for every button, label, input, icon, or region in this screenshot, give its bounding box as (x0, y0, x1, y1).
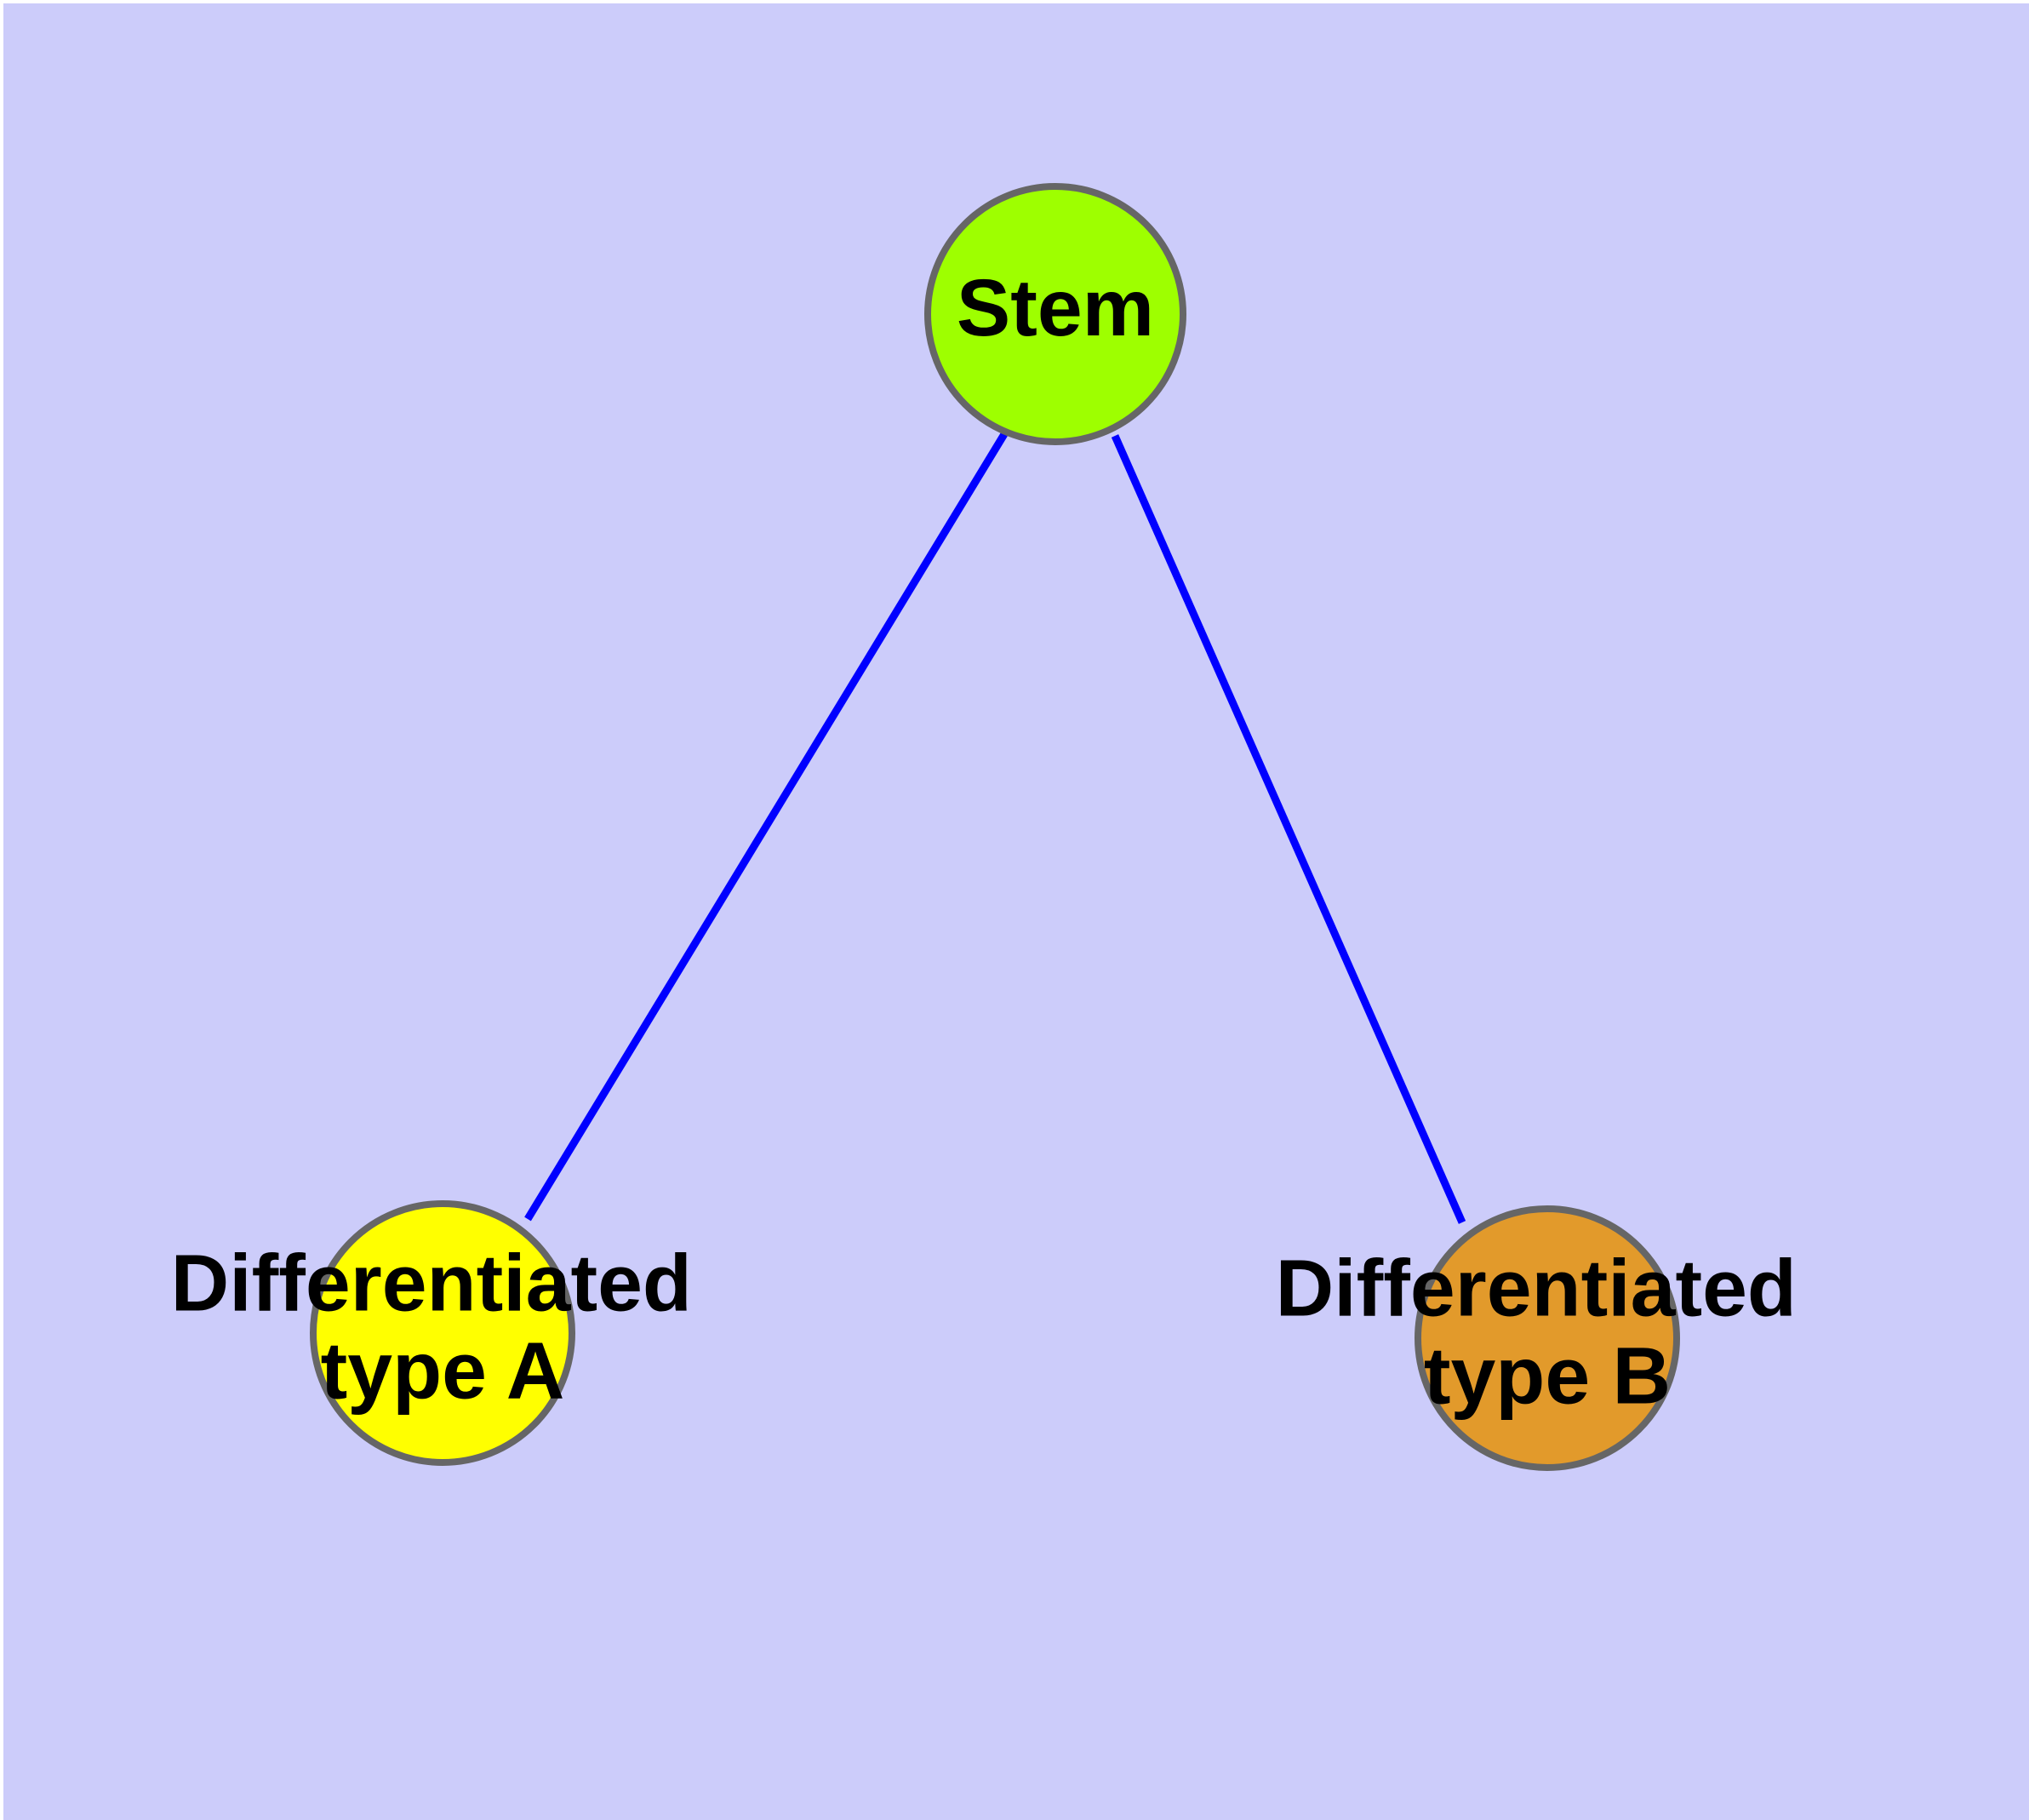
edges-layer (524, 432, 1466, 1224)
node-stem-label: Stem (957, 263, 1154, 353)
nodes-layer (310, 183, 1680, 1471)
node-differentiated-type-a-shape[interactable] (310, 1200, 575, 1466)
node-stem[interactable] (924, 183, 1186, 445)
node-differentiated-type-a-label-line-2: type A (321, 1326, 565, 1417)
node-differentiated-type-b-label: Differentiated type B (1276, 1244, 1820, 1422)
node-differentiated-type-b-label-line-1: Differentiated (1276, 1244, 1797, 1334)
node-differentiated-type-a-label-line-1: Differentiated (171, 1239, 692, 1329)
node-differentiated-type-b-shape[interactable] (1415, 1205, 1680, 1471)
edge-stem-to-differentiated-b[interactable] (1111, 434, 1466, 1224)
node-differentiated-type-b[interactable] (1415, 1205, 1680, 1471)
edge-stem-to-differentiated-a[interactable] (524, 432, 1008, 1222)
node-stem-label-line-1: Stem (957, 263, 1154, 353)
node-differentiated-type-a-label: Differentiated type A (171, 1239, 715, 1417)
node-differentiated-type-a[interactable] (310, 1200, 575, 1466)
node-stem-shape[interactable] (924, 183, 1186, 445)
node-differentiated-type-b-label-line-2: type B (1424, 1331, 1671, 1422)
labels-layer: Stem Differentiated type A Differentiate… (171, 263, 1820, 1422)
